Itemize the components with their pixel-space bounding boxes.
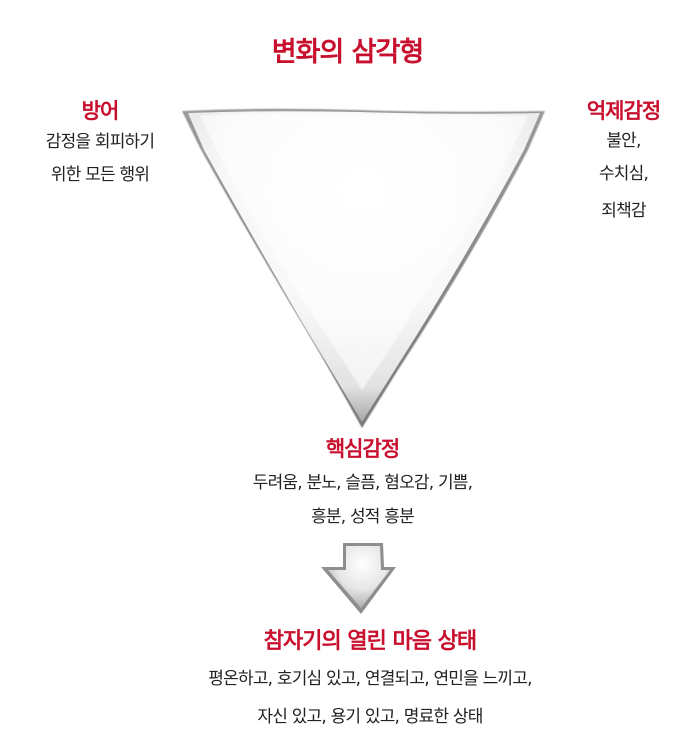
open-hearted-state-line-1: 평온하고, 호기심 있고, 연결되고, 연민을 느끼고, bbox=[208, 669, 532, 689]
inhibitory-emotions-label: 억제감정 bbox=[586, 99, 661, 123]
open-hearted-state-line-2: 자신 있고, 용기 있고, 명료한 상태 bbox=[257, 707, 483, 727]
inhibitory-emotion-item: 죄책감 bbox=[601, 201, 646, 221]
open-hearted-state: 참자기의 열린 마음 상태 평온하고, 호기심 있고, 연결되고, 연민을 느끼… bbox=[0, 624, 695, 736]
defense-desc-line-1: 감정을 회피하기 bbox=[45, 132, 155, 152]
down-arrow-icon bbox=[321, 543, 396, 614]
inhibitory-emotion-item: 수치심, bbox=[598, 164, 649, 184]
open-hearted-state-label: 참자기의 열린 마음 상태 bbox=[263, 629, 477, 654]
defense-desc-line-2: 위한 모든 행위 bbox=[50, 165, 150, 185]
core-emotions-corner: 핵심감정 두려움, 분노, 슬픔, 혐오감, 기쁨, 흥분, 성적 흥분 bbox=[0, 432, 695, 534]
diagram-title: 변화의 삼각형 bbox=[271, 37, 424, 68]
inhibitory-emotion-item: 불안, bbox=[606, 131, 641, 151]
defense-label: 방어 bbox=[81, 99, 120, 123]
core-emotions-line-2: 흥분, 성적 흥분 bbox=[311, 507, 415, 527]
defense-corner: 방어 감정을 회피하기 위한 모든 행위 bbox=[10, 96, 190, 192]
change-triangle bbox=[182, 108, 545, 428]
core-emotions-line-1: 두려움, 분노, 슬픔, 혐오감, 기쁨, bbox=[252, 473, 473, 493]
core-emotions-label: 핵심감정 bbox=[325, 437, 400, 461]
inhibitory-emotions-corner: 억제감정 불안, 수치심, 죄책감 bbox=[552, 96, 695, 230]
